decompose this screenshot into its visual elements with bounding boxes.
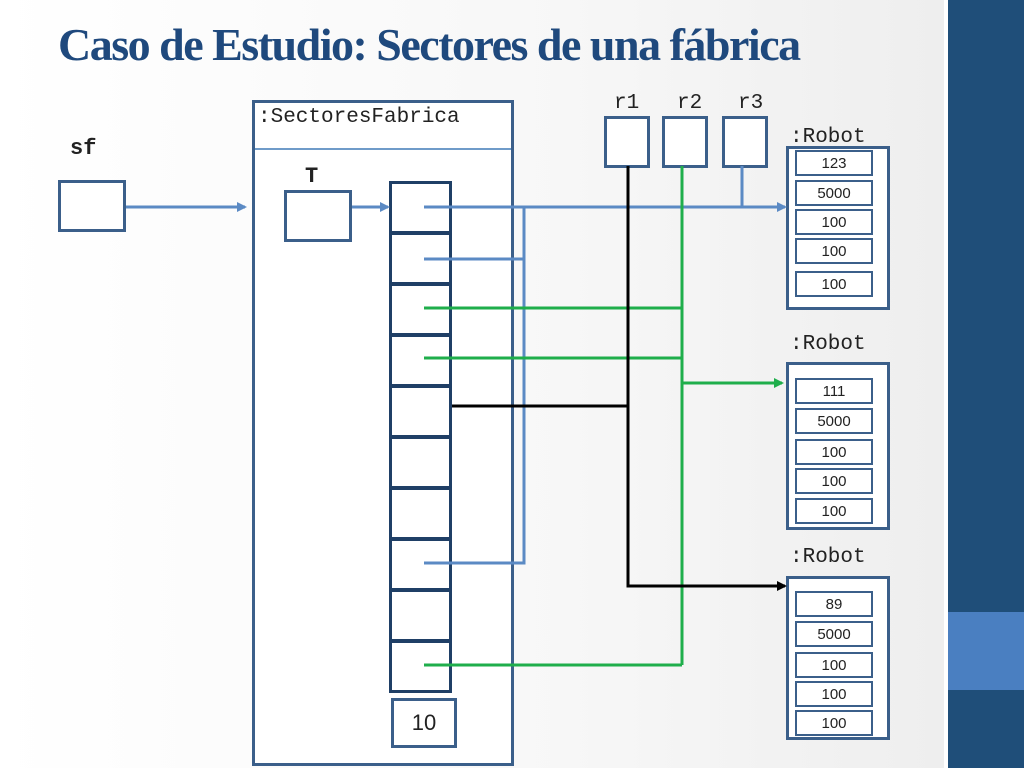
t-reference-box xyxy=(284,190,352,242)
blue-references xyxy=(424,166,787,565)
array-cell-7 xyxy=(389,538,452,591)
sf-reference-box xyxy=(58,180,126,232)
sidebar-accent xyxy=(948,612,1024,690)
robot-3-field-4: 100 xyxy=(795,710,873,736)
robot-3-field-0: 89 xyxy=(795,591,873,617)
object-header-divider xyxy=(255,148,511,150)
ref-label-r2: r2 xyxy=(677,92,703,115)
robot-1-field-4: 100 xyxy=(795,271,873,297)
robot-2-label: :Robot xyxy=(790,333,866,356)
robot-1-field-2: 100 xyxy=(795,209,873,235)
array-cell-3 xyxy=(389,334,452,387)
array-cell-4 xyxy=(389,385,452,438)
robot-2-field-4: 100 xyxy=(795,498,873,524)
robot-1-field-3: 100 xyxy=(795,238,873,264)
slide-title: Caso de Estudio: Sectores de una fábrica xyxy=(58,19,801,70)
reference-arrows xyxy=(126,166,787,667)
object-label-sectoresfabrica: :SectoresFabrica xyxy=(258,106,460,129)
robot-1-field-0: 123 xyxy=(795,150,873,176)
green-references xyxy=(424,166,784,667)
robot-2-field-0: 111 xyxy=(795,378,873,404)
robot-2-field-3: 100 xyxy=(795,468,873,494)
robot-2-field-2: 100 xyxy=(795,439,873,465)
robot-1-field-1: 5000 xyxy=(795,180,873,206)
ref-label-r3: r3 xyxy=(738,92,764,115)
robot-1-label: :Robot xyxy=(790,126,866,149)
robot-3-label: :Robot xyxy=(790,546,866,569)
robot-3-field-1: 5000 xyxy=(795,621,873,647)
robot-2-field-1: 5000 xyxy=(795,408,873,434)
field-label-t: T xyxy=(305,164,319,189)
r2-reference-box xyxy=(662,116,708,168)
ref-label-r1: r1 xyxy=(614,92,640,115)
r3-reference-box xyxy=(722,116,768,168)
variable-label-sf: sf xyxy=(70,136,97,161)
array-length-box: 10 xyxy=(391,698,457,748)
black-references xyxy=(452,166,787,591)
robot-3-field-3: 100 xyxy=(795,681,873,707)
robot-3-field-2: 100 xyxy=(795,652,873,678)
array-cell-8 xyxy=(389,589,452,642)
sidebar-divider xyxy=(944,0,948,768)
